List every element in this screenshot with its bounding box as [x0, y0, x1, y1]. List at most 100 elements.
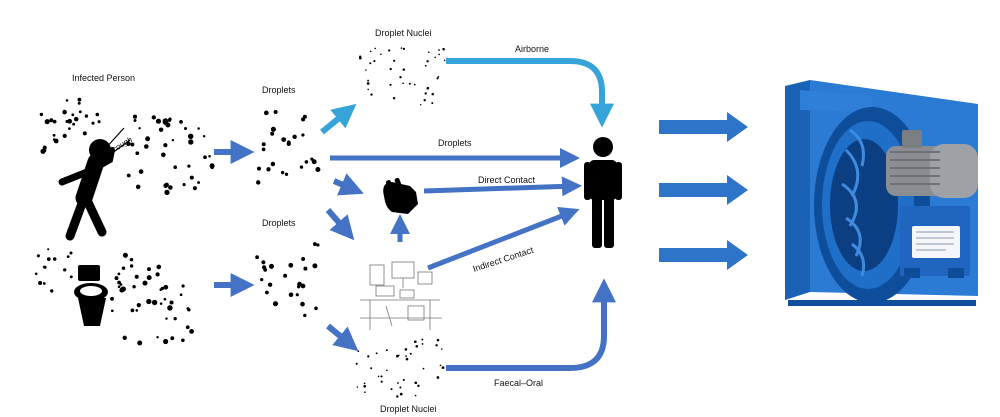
particle-dot	[145, 136, 151, 142]
person-icon	[584, 137, 622, 248]
particle-dot	[126, 141, 131, 146]
particle-dot	[138, 169, 144, 174]
office-desk-icon	[360, 261, 442, 330]
particle-dot	[266, 167, 271, 172]
particle-dot	[151, 299, 158, 306]
particle-dot	[301, 257, 306, 261]
particle-dot	[34, 272, 38, 276]
particle-dot	[165, 317, 168, 320]
toilet-cloud-left	[34, 248, 73, 293]
particle-dot	[129, 264, 134, 268]
particle-dot	[82, 131, 87, 136]
particle-dot	[146, 298, 152, 305]
particle-dot	[426, 60, 429, 63]
label-infected-person: Infected Person	[72, 73, 135, 83]
particle-dot	[260, 277, 264, 282]
particle-dot	[72, 122, 76, 126]
particle-dot	[77, 97, 82, 102]
particle-dot	[443, 59, 446, 62]
particle-dot	[129, 257, 134, 262]
particle-dot	[42, 145, 47, 150]
particle-dot	[380, 380, 383, 383]
particle-dot	[167, 118, 172, 122]
particle-dot	[363, 384, 367, 388]
particle-dot	[414, 381, 418, 385]
particle-dot	[385, 349, 388, 352]
particle-dot	[436, 376, 440, 379]
particle-dot	[133, 119, 137, 122]
particle-dot	[288, 292, 294, 298]
particle-dot	[299, 165, 304, 169]
particle-dot	[73, 116, 79, 122]
particle-dot	[355, 362, 358, 365]
particle-dot	[144, 144, 149, 149]
particle-dot	[52, 133, 56, 137]
particle-dot	[49, 118, 54, 123]
particle-dot	[356, 386, 359, 388]
particle-dot	[78, 110, 82, 114]
cough-line-1	[103, 127, 125, 151]
particle-dot	[146, 275, 152, 281]
particle-dot	[156, 264, 162, 270]
particle-dot	[414, 394, 417, 397]
nuclei-top	[358, 47, 446, 106]
particle-dot	[413, 83, 416, 86]
particle-dot	[265, 290, 269, 295]
particle-dot	[53, 138, 59, 144]
particle-dot	[422, 367, 425, 370]
particle-dot	[439, 364, 442, 367]
particle-dot	[438, 53, 441, 56]
particle-dot	[267, 282, 273, 287]
particle-dot	[358, 56, 362, 60]
particle-dot	[69, 275, 73, 279]
particle-dot	[256, 166, 262, 171]
particle-dot	[189, 175, 194, 180]
particle-dot	[296, 285, 301, 289]
particle-dot	[288, 262, 294, 268]
particle-dot	[302, 114, 307, 119]
particle-dot	[210, 166, 214, 170]
particle-dot	[77, 101, 81, 105]
particle-dot	[431, 102, 434, 105]
particle-dot	[183, 126, 188, 131]
particle-dot	[380, 375, 383, 378]
particle-dot	[110, 296, 114, 301]
particle-dot	[400, 47, 403, 49]
particle-dot	[312, 242, 317, 247]
particle-dot	[132, 284, 136, 289]
particle-dot	[162, 118, 169, 124]
particle-dot	[389, 83, 392, 86]
particle-dot	[173, 165, 178, 170]
particle-dot	[396, 395, 399, 398]
particle-dot	[438, 49, 440, 51]
particle-dot	[71, 113, 75, 117]
particle-dot	[156, 335, 159, 339]
cough-cloud-right	[126, 114, 215, 196]
particle-dot	[424, 64, 427, 67]
particle-dot	[286, 141, 291, 147]
particle-dot	[396, 354, 399, 358]
particle-dot	[197, 127, 200, 130]
particle-dot	[179, 293, 183, 297]
particle-dot	[273, 109, 278, 115]
particle-dot	[364, 391, 366, 394]
particle-dot	[52, 119, 57, 124]
particle-dot	[408, 82, 411, 85]
particle-dot	[370, 93, 373, 96]
particle-dot	[136, 302, 141, 308]
particle-dot	[399, 392, 403, 396]
transmission-arrows	[214, 58, 616, 371]
particle-dot	[117, 280, 121, 285]
particle-dot	[91, 121, 95, 125]
particle-dot	[130, 308, 135, 313]
particle-dot	[312, 263, 318, 269]
particle-dot	[173, 317, 177, 321]
particle-dot	[43, 149, 47, 153]
particle-dot	[155, 118, 162, 124]
particle-dot	[181, 338, 185, 343]
cough-line-2	[107, 139, 131, 157]
particle-dot	[261, 260, 266, 265]
particle-dot	[441, 348, 443, 350]
particle-dot	[280, 170, 285, 175]
particle-dot	[399, 76, 402, 79]
